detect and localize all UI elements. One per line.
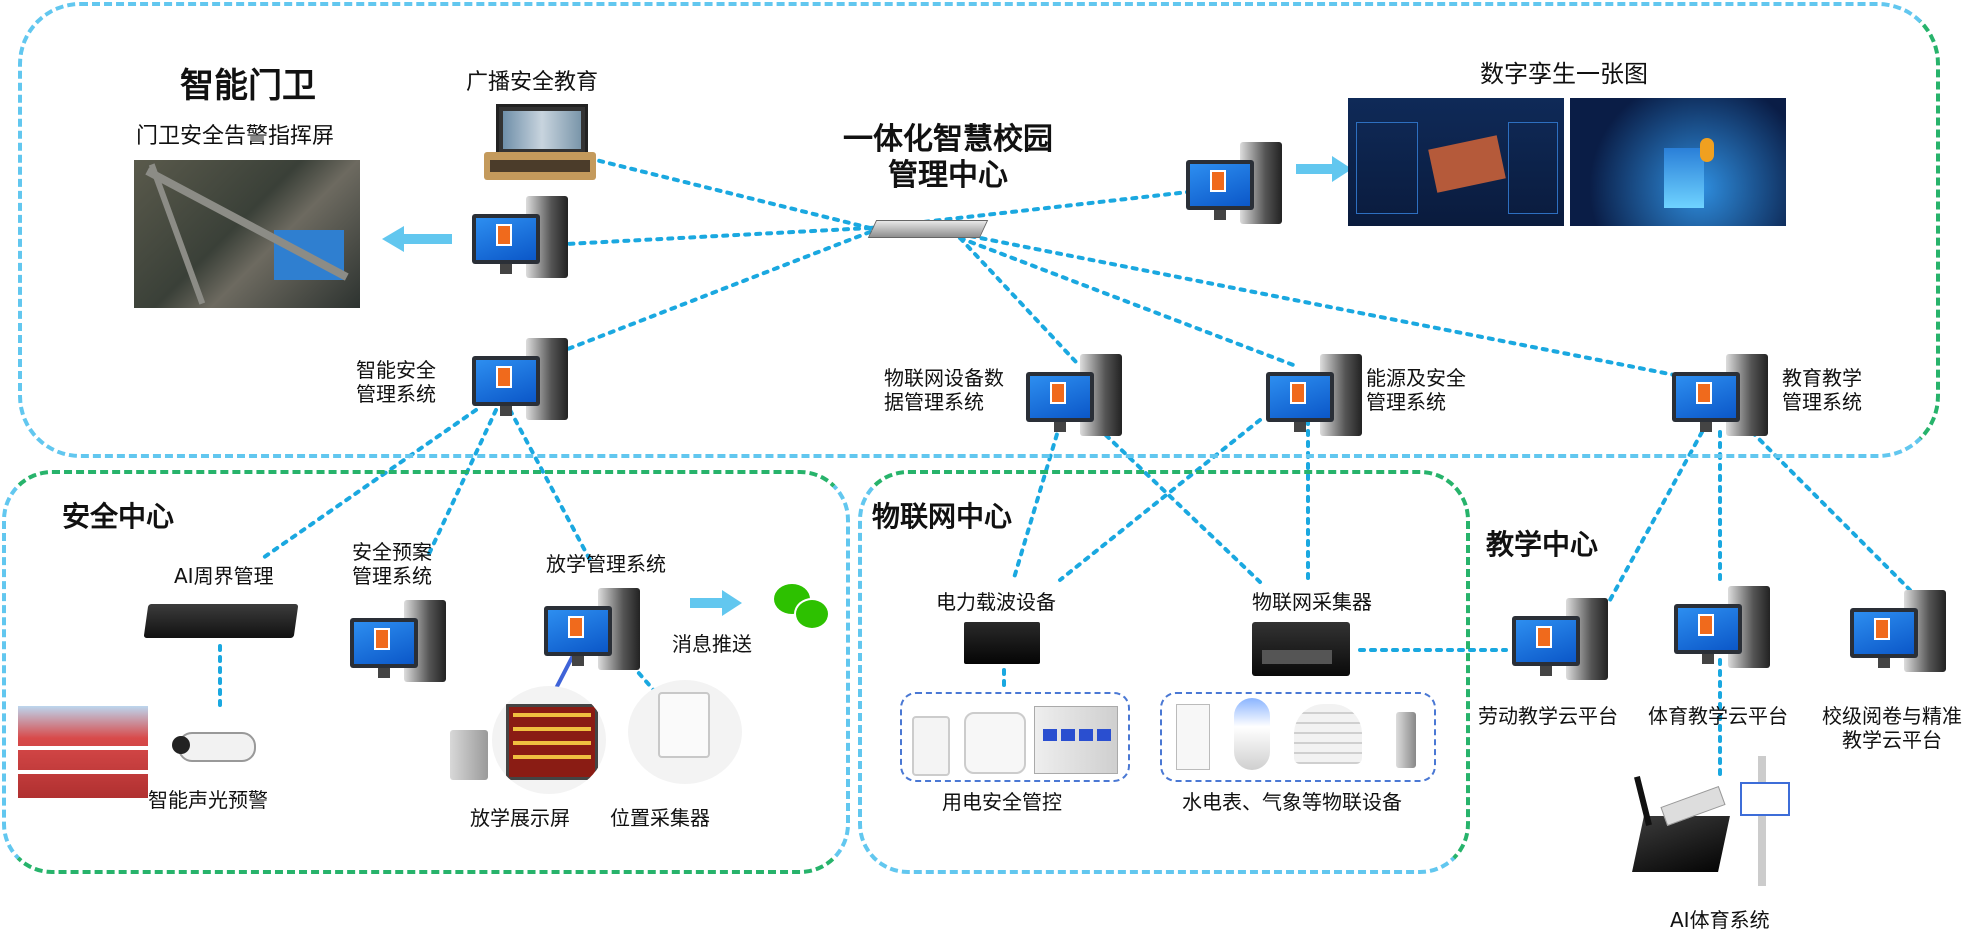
wechat-icon [774,584,830,630]
link-center-safety-system [558,230,872,354]
plc-device [964,622,1040,664]
broadcast-device [484,104,596,182]
sensor-device [1396,712,1416,768]
socket-device [964,712,1026,774]
ai-sports-label: AI体育系统 [1670,908,1770,932]
dismissal-screen-label: 放学展示屏 [470,806,570,830]
electric-safety-label: 用电安全管控 [942,790,1062,814]
link-safety-ai-perimeter [258,408,478,562]
iot-center-region [858,470,1470,874]
message-push-label: 消息推送 [672,632,752,656]
link-center-gate-pc [564,226,872,246]
safety-system-label: 智能安全 管理系统 [356,358,436,406]
link-center-education-system [958,232,1702,382]
plc-device-label: 电力载波设备 [936,590,1056,614]
smart-gate-title: 智能门卫 [180,66,316,106]
speaker-device [450,730,488,780]
link-center-energy-system [958,236,1298,368]
dismissal-display-image [492,686,606,794]
management-center-title-line1: 一体化智慧校园 [843,122,1053,157]
electric-safety-group [900,692,1130,782]
dismissal-system-label: 放学管理系统 [546,552,666,576]
management-center-title-line2: 管理中心 [888,158,1008,193]
teaching-center-title: 教学中心 [1486,528,1599,561]
server-icon [867,220,989,238]
sports-platform-pc-icon [1674,586,1774,678]
iot-collector-label: 物联网采集器 [1252,590,1372,614]
breaker-device [1034,706,1118,774]
reading-platform-pc-icon [1850,590,1950,682]
broadcast-label: 广播安全教育 [466,70,599,95]
link-education-labor [1608,430,1704,602]
ai-perimeter-device [143,604,299,638]
arrow-right-push-icon [690,590,742,616]
link-safety-plan [426,408,498,558]
smart-plug-device [912,716,950,776]
labor-platform-pc-icon [1512,598,1612,690]
sports-platform-label: 体育教学云平台 [1648,704,1788,728]
water-meter-device [1234,698,1270,770]
meters-group [1160,692,1436,782]
perimeter-fence-image [18,706,148,798]
link-center-iot-system [958,236,1078,364]
link-energy-plc [1058,418,1262,582]
safety-center-region [2,470,850,874]
weather-station-device [1294,704,1362,764]
gate-screen-label: 门卫安全告警指挥屏 [136,124,335,149]
reading-platform-label: 校级阅卷与精准 教学云平台 [1822,704,1962,752]
plan-system-label: 安全预案 管理系统 [352,540,432,588]
electric-meter-device [1176,704,1210,770]
ai-perimeter-label: AI周界管理 [174,564,274,588]
labor-platform-label: 劳动教学云平台 [1478,704,1618,728]
location-collector-image [628,680,742,784]
safety-system-pc-icon [472,338,572,430]
digital-twin-screen-1 [1348,98,1564,226]
link-center-broadcast [594,158,872,230]
iot-system-label: 物联网设备数 据管理系统 [884,366,1004,414]
gate-pc-icon [472,196,572,288]
iot-collector-device [1252,622,1350,676]
education-system-label: 教育教学 管理系统 [1782,366,1862,414]
plan-system-pc-icon [350,600,450,692]
meters-label: 水电表、气象等物联设备 [1182,790,1402,814]
link-safety-dismissal [508,408,592,562]
digital-twin-label: 数字孪生一张图 [1480,60,1648,88]
location-collector-label: 位置采集器 [610,806,710,830]
link-education-reading [1750,430,1912,592]
safety-center-title: 安全中心 [62,500,175,533]
sound-light-alarm-label: 智能声光预警 [148,788,268,812]
gate-alarm-screen-image [134,160,360,308]
energy-system-pc-icon [1266,354,1366,446]
ai-sports-terminal [1632,756,1818,906]
energy-system-label: 能源及安全 管理系统 [1366,366,1466,414]
iot-system-pc-icon [1026,354,1126,446]
dismissal-system-pc-icon [544,588,644,680]
camera-icon [168,726,258,766]
link-iot-plc [1012,422,1062,580]
digital-twin-screen-2 [1570,98,1786,226]
iot-center-title: 物联网中心 [872,500,1013,533]
arrow-right-icon [1296,156,1352,182]
campus-management-region [18,2,1940,458]
twin-pc-icon [1186,142,1286,234]
education-system-pc-icon [1672,354,1772,446]
arrow-left-icon [382,226,452,252]
management-center-title: 一体化智慧校园 管理中心 [828,122,1068,194]
